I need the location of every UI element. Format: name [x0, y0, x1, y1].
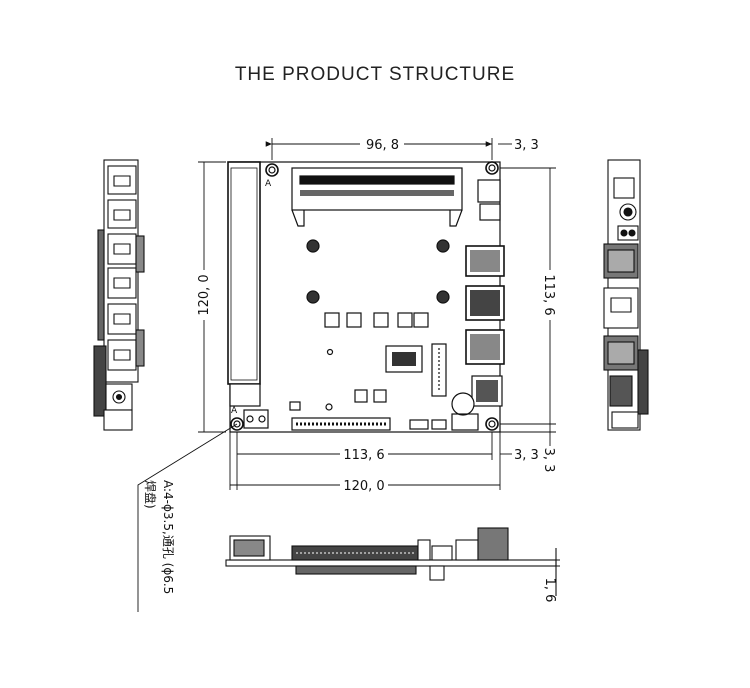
hole-note-line1: A:4-ϕ3.5,通孔 (ϕ6.5 — [161, 480, 175, 594]
dim-bottom-right-vertical: 3, 3 — [541, 448, 556, 473]
dim-bottom-overall: 120, 0 — [343, 479, 384, 494]
dimension-lines — [137, 138, 556, 612]
board-top-view — [227, 161, 505, 433]
board-right-side-view — [603, 159, 649, 431]
hole-marker-a-2: A — [231, 406, 238, 416]
dim-right-height: 113, 6 — [541, 274, 556, 315]
dim-bottom-right-offset: 3, 3 — [514, 448, 539, 463]
dim-top-width: 96, 8 — [366, 138, 399, 153]
board-bottom-side-view — [225, 527, 560, 596]
hole-note-line2: 焊盘) — [143, 480, 158, 509]
dim-bottom-inner: 113, 6 — [343, 448, 384, 463]
hole-marker-a-1: A — [265, 179, 272, 189]
board-left-side-view — [93, 159, 145, 431]
diagram-title: THE PRODUCT STRUCTURE — [234, 64, 516, 85]
dim-top-right-offset: 3, 3 — [514, 138, 539, 153]
dim-left-height: 120, 0 — [197, 274, 212, 315]
dim-side-thickness: 1, 6 — [542, 578, 557, 603]
